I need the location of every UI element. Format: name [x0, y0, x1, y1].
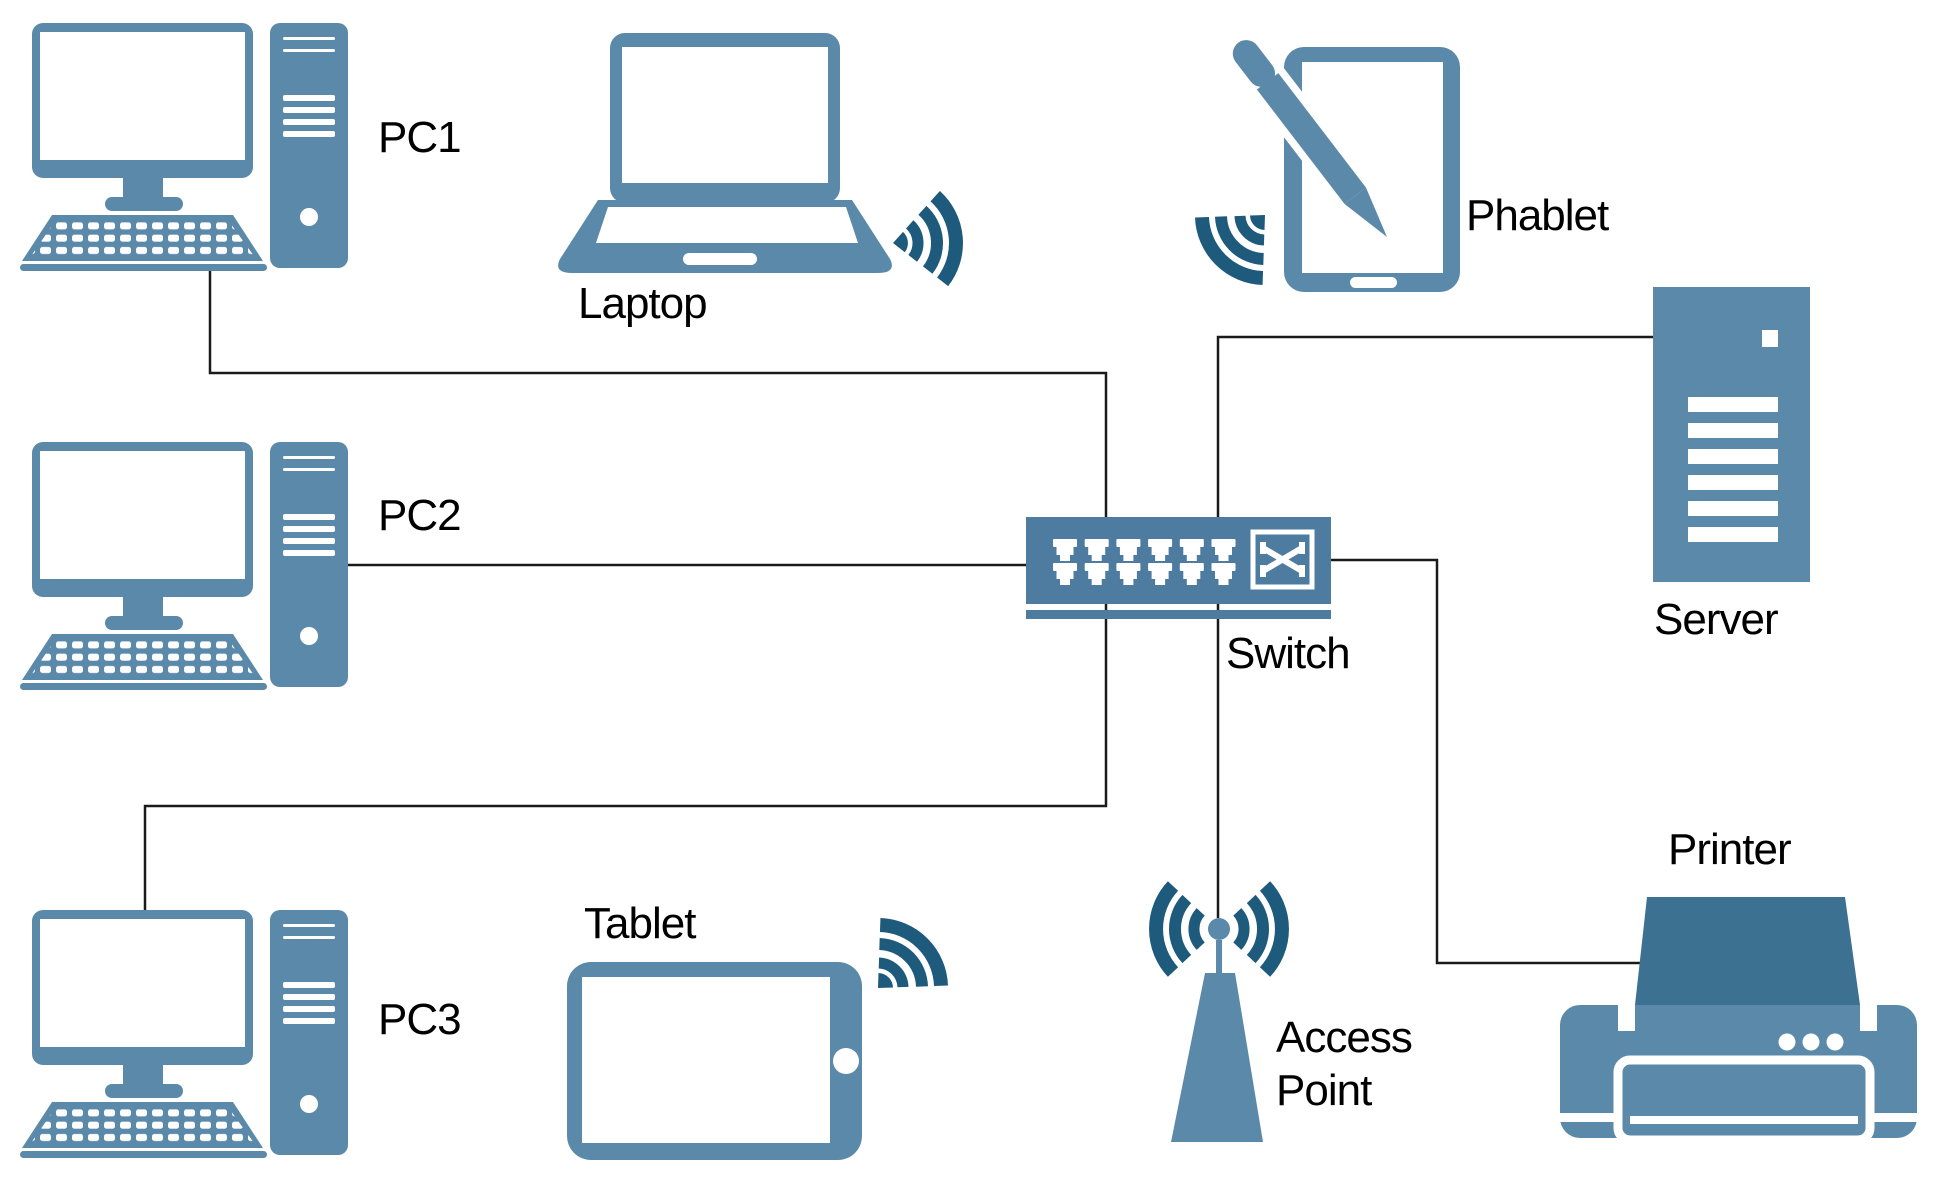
switch-icon — [1026, 517, 1331, 619]
pc2-desktop-icon — [20, 442, 348, 690]
wifi-waves-right-icon — [1233, 881, 1289, 977]
tablet-icon — [567, 918, 948, 1160]
antenna-tower — [1171, 973, 1263, 1142]
tablet-label: Tablet — [584, 899, 696, 948]
output-tray — [1613, 1055, 1875, 1145]
tower — [270, 910, 348, 1155]
switch-label: Switch — [1226, 629, 1351, 678]
server-label: Server — [1654, 595, 1779, 644]
wifi-signal-icon — [893, 191, 963, 287]
laptop-label: Laptop — [578, 279, 708, 328]
phablet-label: Phablet — [1466, 191, 1609, 240]
paper-sheet — [1635, 897, 1860, 1005]
access-point-label-line2: Point — [1276, 1065, 1372, 1115]
access-point-icon — [1149, 881, 1289, 1142]
printer-icon — [1560, 897, 1917, 1145]
pc3-desktop-icon — [20, 910, 348, 1158]
access-point-label-line1: Access — [1276, 1013, 1413, 1062]
phablet-icon — [1195, 27, 1460, 292]
wire-pc1-switch — [208, 266, 1108, 522]
server-icon — [1653, 287, 1810, 582]
pc1-label: PC1 — [378, 113, 462, 162]
pc1-desktop-icon — [20, 23, 348, 271]
wire-switch-printer — [1330, 558, 1642, 965]
wire-switch-pc3 — [143, 600, 1108, 914]
access-point-label: Access Point — [1276, 1012, 1413, 1118]
laptop-icon — [558, 33, 963, 287]
pc2-label: PC2 — [378, 491, 462, 540]
wire-server-switch — [1216, 335, 1656, 522]
wifi-signal-icon — [878, 918, 948, 988]
tower — [270, 23, 348, 268]
wifi-waves-left-icon — [1149, 881, 1205, 977]
wifi-signal-icon — [1195, 215, 1265, 285]
tower — [270, 442, 348, 687]
stylus-pen-icon — [1221, 27, 1408, 258]
pc3-label: PC3 — [378, 995, 462, 1044]
printer-label: Printer — [1668, 825, 1792, 874]
crossover-symbol-icon — [1250, 529, 1315, 590]
